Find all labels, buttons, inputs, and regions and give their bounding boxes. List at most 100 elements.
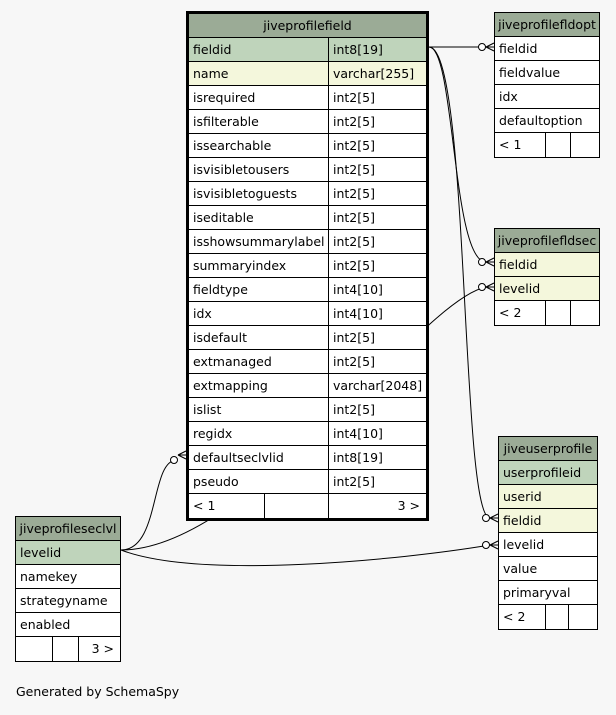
column-type: int4[10] <box>328 278 426 301</box>
crow-foot-icon <box>485 42 495 52</box>
column-row: namekey <box>16 565 120 589</box>
column-row: userprofileid <box>499 461 597 485</box>
footer-spacer <box>546 133 572 157</box>
column-type: int2[5] <box>328 134 426 157</box>
table-footer: 3 > <box>16 637 120 661</box>
column-type: int2[5] <box>328 110 426 133</box>
column-row: value <box>499 557 597 581</box>
column-name: levelid <box>499 281 541 296</box>
column-type: int2[5] <box>328 86 426 109</box>
column-row: fieldid int8[19] <box>189 38 426 62</box>
table-title: jiveprofilefield <box>189 14 426 38</box>
column-name: fieldid <box>499 257 538 272</box>
children-count <box>571 301 599 325</box>
crow-foot-icon <box>485 257 495 267</box>
column-type: int2[5] <box>328 350 426 373</box>
column-row: summaryindex int2[5] <box>189 254 426 278</box>
column-name: fieldvalue <box>499 65 561 80</box>
column-name: levelid <box>20 545 62 560</box>
column-name: isfilterable <box>193 114 259 129</box>
column-row: isfilterable int2[5] <box>189 110 426 134</box>
column-row: issearchable int2[5] <box>189 134 426 158</box>
optional-marker-icon <box>478 258 486 266</box>
link-field-defaultseclvlid <box>120 459 177 551</box>
table-title: jiveprofilefldsec <box>495 229 599 253</box>
column-row: fieldid <box>495 37 599 61</box>
children-count: 3 > <box>91 641 114 656</box>
column-row: idx <box>495 85 599 109</box>
column-name: fieldid <box>193 42 232 57</box>
crow-foot-icon <box>485 282 495 292</box>
column-name: extmanaged <box>193 354 272 369</box>
crow-foot-icon <box>489 540 499 550</box>
column-type: int8[19] <box>328 38 426 61</box>
table-title: jiveprofilefldopt <box>495 13 599 37</box>
parents-count: < 1 <box>189 494 266 518</box>
column-name: defaultseclvlid <box>193 450 284 465</box>
column-name: pseudo <box>193 474 239 489</box>
column-type: int8[19] <box>328 446 426 469</box>
footer-spacer <box>546 605 570 629</box>
crow-foot-icon <box>489 513 499 523</box>
column-row: levelid <box>16 541 120 565</box>
link-userprofile-fieldid <box>428 46 491 519</box>
parents-count: < 2 <box>495 301 546 325</box>
column-name: fieldid <box>499 41 538 56</box>
link-fldsec-fieldid <box>428 46 487 263</box>
column-name: idx <box>193 306 212 321</box>
column-row: levelid <box>499 533 597 557</box>
column-type: int2[5] <box>328 158 426 181</box>
column-type: int2[5] <box>328 398 426 421</box>
footer-spacer <box>265 494 330 518</box>
column-row: defaultoption <box>495 109 599 133</box>
table-jiveprofilefldsec: jiveprofilefldsec fieldid levelid < 2 <box>494 228 600 326</box>
column-row: defaultseclvlid int8[19] <box>189 446 426 470</box>
parents-count: < 1 <box>495 133 546 157</box>
parents-count <box>16 637 54 661</box>
column-row: extmanaged int2[5] <box>189 350 426 374</box>
column-row: userid <box>499 485 597 509</box>
column-name: userid <box>503 489 542 504</box>
column-name: strategyname <box>20 593 108 608</box>
column-name: namekey <box>20 569 78 584</box>
column-type: int2[5] <box>328 254 426 277</box>
column-row: fieldid <box>495 253 599 277</box>
column-name: summaryindex <box>193 258 287 273</box>
column-name: islist <box>193 402 222 417</box>
optional-marker-icon <box>482 541 490 549</box>
column-type: int2[5] <box>328 206 426 229</box>
column-row: primaryval <box>499 581 597 605</box>
column-name: levelid <box>503 537 545 552</box>
column-type: varchar[2048] <box>328 374 426 397</box>
column-name: isshowsummarylabel <box>193 234 325 249</box>
optional-marker-icon <box>482 514 490 522</box>
column-name: name <box>193 66 229 81</box>
footer-spacer <box>53 637 79 661</box>
column-type: int4[10] <box>328 422 426 445</box>
column-row: levelid <box>495 277 599 301</box>
column-name: extmapping <box>193 378 268 393</box>
column-name: primaryval <box>503 585 571 600</box>
column-name: issearchable <box>193 138 272 153</box>
column-row: enabled <box>16 613 120 637</box>
children-count <box>569 605 597 629</box>
column-row: islist int2[5] <box>189 398 426 422</box>
column-type: int2[5] <box>328 326 426 349</box>
table-footer: < 2 <box>495 301 599 325</box>
column-row: strategyname <box>16 589 120 613</box>
optional-marker-icon <box>170 456 178 464</box>
children-count <box>571 133 599 157</box>
table-footer: < 1 <box>495 133 599 157</box>
